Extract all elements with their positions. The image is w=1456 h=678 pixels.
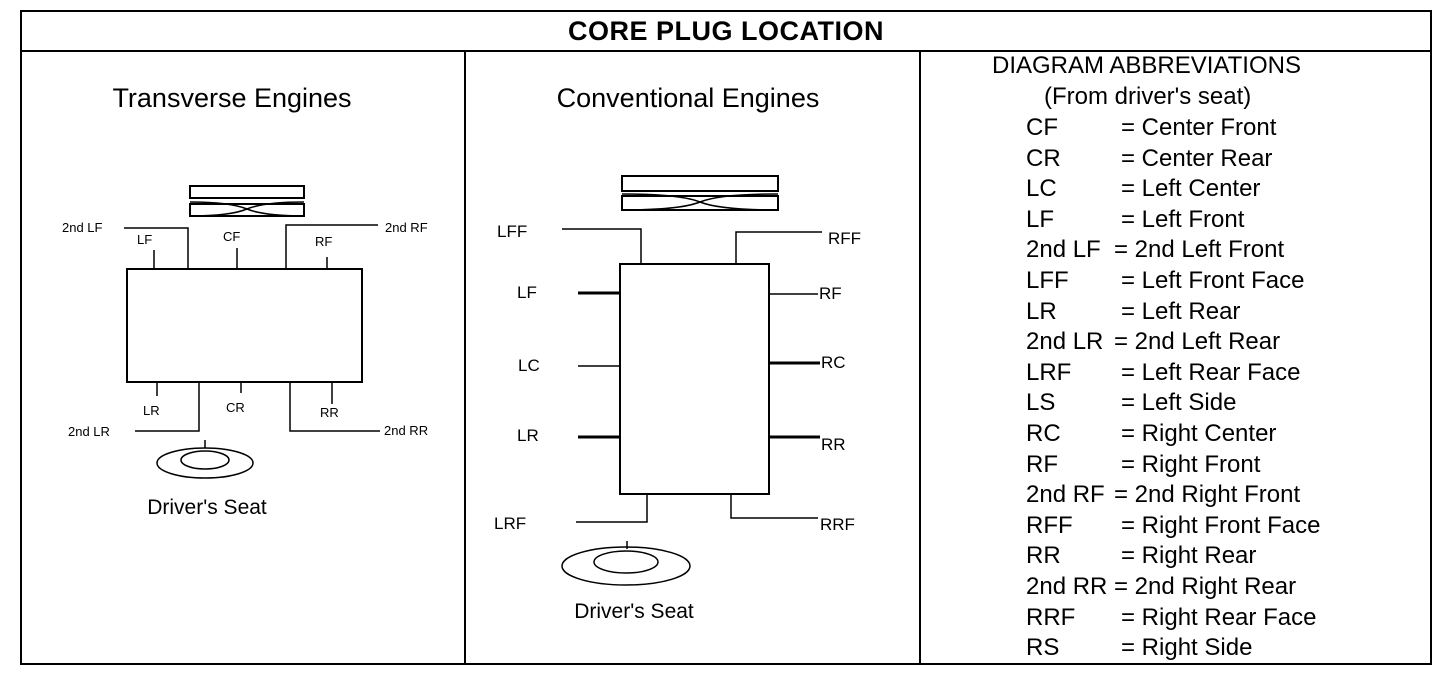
abbreviation-code: LC <box>1026 175 1057 203</box>
abbreviation-description: = Right Front Face <box>1121 511 1321 539</box>
abbreviation-description: = Left Front <box>1121 205 1245 233</box>
abbreviations-title: DIAGRAM ABBREVIATIONS <box>992 52 1301 79</box>
label-lf: LF <box>517 283 537 302</box>
conventional-engine-block <box>619 263 770 495</box>
abbreviation-code: 2nd LR <box>1026 328 1104 356</box>
label-cr: CR <box>226 400 245 415</box>
label-2nd-lr: 2nd LR <box>68 424 110 439</box>
label-rf: RF <box>315 234 332 249</box>
label-rc: RC <box>821 353 846 372</box>
abbreviation-description: = Center Rear <box>1121 144 1273 172</box>
abbreviation-description: = Left Center <box>1121 175 1261 203</box>
conventional-drivers-seat-icon <box>561 541 691 586</box>
abbreviation-description: = Right Center <box>1121 420 1277 447</box>
abbreviation-description: = Right Rear Face <box>1121 603 1317 631</box>
label-2nd-rr: 2nd RR <box>384 423 428 438</box>
abbreviation-code: LR <box>1026 297 1057 325</box>
conventional-leaders <box>562 228 822 523</box>
transverse-engine-block <box>126 268 363 383</box>
transverse-front-leaders <box>124 224 378 269</box>
abbreviation-description: = 2nd Left Rear <box>1114 328 1281 356</box>
abbreviations-subtitle: (From driver's seat) <box>1044 83 1252 110</box>
label-rrf: RRF <box>820 515 855 534</box>
label-lff: LFF <box>497 222 527 241</box>
transverse-labels: 2nd LF LF CF RF 2nd RF LR CR RR 2nd LR 2… <box>62 220 428 439</box>
abbreviation-description: = Left Side <box>1121 389 1237 417</box>
abbreviation-code: LRF <box>1026 358 1072 386</box>
label-rf: RF <box>819 284 842 303</box>
conventional-panel: Conventional Engines LFF RFF LF <box>494 83 861 623</box>
transverse-rear-leaders <box>135 382 380 432</box>
label-lr: LR <box>517 426 539 445</box>
abbreviation-code: 2nd LF <box>1026 236 1101 264</box>
conventional-labels: LFF RFF LF RF LC RC LR RR LRF RRF <box>494 222 861 534</box>
abbreviation-description: = Left Rear Face <box>1121 358 1301 386</box>
title-bar: CORE PLUG LOCATION <box>22 12 1430 52</box>
transverse-drivers-seat-icon <box>156 440 254 479</box>
abbreviation-code: 2nd RF <box>1026 481 1105 509</box>
conventional-transmission-icon <box>621 175 779 211</box>
label-rr: RR <box>821 435 846 454</box>
abbreviation-description: = 2nd Right Front <box>1114 481 1301 509</box>
abbreviation-code: RFF <box>1026 511 1073 539</box>
abbreviation-description: = Left Rear <box>1121 297 1241 325</box>
abbreviation-code: 2nd RR <box>1026 573 1108 600</box>
conventional-seat-label: Driver's Seat <box>574 600 694 623</box>
label-2nd-lf: 2nd LF <box>62 220 103 235</box>
diagram-title: CORE PLUG LOCATION <box>568 15 884 46</box>
abbreviation-description: = Left Front Face <box>1121 267 1305 294</box>
abbreviation-code: LF <box>1026 205 1055 233</box>
abbreviation-description: = Right Rear <box>1121 542 1257 570</box>
abbreviation-code: CF <box>1026 114 1058 141</box>
transverse-transmission-icon <box>189 185 305 217</box>
abbreviation-code: CR <box>1026 144 1061 172</box>
label-2nd-rf: 2nd RF <box>385 220 428 235</box>
abbreviation-description: = Right Front <box>1121 450 1261 478</box>
label-lr: LR <box>143 403 160 418</box>
label-rff: RFF <box>828 229 861 248</box>
conventional-title: Conventional Engines <box>557 83 820 113</box>
abbreviation-description: = Center Front <box>1121 114 1277 141</box>
transverse-title: Transverse Engines <box>112 83 351 113</box>
abbreviation-description: = 2nd Right Rear <box>1114 573 1297 600</box>
abbreviation-description: = Right Side <box>1121 634 1253 662</box>
abbreviation-code: LFF <box>1026 267 1069 294</box>
transverse-panel: Transverse Engines 2nd LF <box>62 83 428 519</box>
abbreviation-code: RF <box>1026 450 1058 478</box>
label-cf: CF <box>223 229 240 244</box>
label-lrf: LRF <box>494 514 526 533</box>
label-lf: LF <box>137 232 152 247</box>
label-lc: LC <box>518 356 540 375</box>
abbreviation-code: RS <box>1026 634 1060 662</box>
abbreviation-code: RR <box>1026 542 1061 570</box>
diagram-frame: CORE PLUG LOCATION <box>20 10 1432 665</box>
abbreviation-code: LS <box>1026 389 1056 417</box>
abbreviation-code: RRF <box>1026 603 1076 631</box>
abbreviation-description: = 2nd Left Front <box>1114 236 1285 264</box>
transverse-seat-label: Driver's Seat <box>147 496 267 519</box>
abbreviation-code: RC <box>1026 420 1061 447</box>
label-rr: RR <box>320 405 339 420</box>
